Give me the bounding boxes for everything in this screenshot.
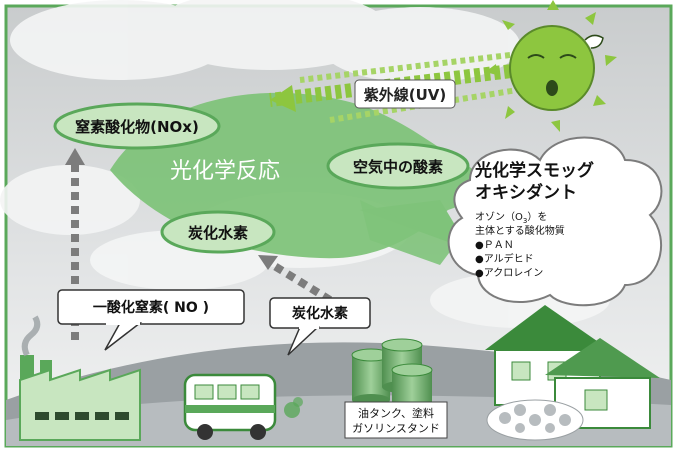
hc-source-label: 炭化水素: [292, 305, 348, 322]
tank-icon: [351, 338, 433, 406]
tank-label-line1: 油タンク、塗料: [358, 406, 434, 420]
hydrocarbon-label: 炭化水素: [188, 224, 248, 242]
smog-cloud: 光化学スモッグ オキシダント オゾン（O3）を 主体とする酸化物質 ●ＰＡＮ ●…: [447, 136, 663, 307]
nox-label: 窒素酸化物(NOx): [75, 118, 199, 136]
hc-to-hydrocarbon-arrow: [258, 255, 333, 304]
reaction-arrow-shaft: [360, 200, 455, 265]
factory-icon: [19, 315, 141, 441]
smog-item: ●アクロレイン: [475, 267, 543, 279]
smog-desc-pre: オゾン（O: [475, 211, 523, 223]
smog-desc-post: ）を: [527, 211, 547, 223]
uv-label: 紫外線(UV): [354, 79, 456, 109]
smog-item: ●ＰＡＮ: [475, 240, 514, 251]
no-source-bubble: 一酸化窒素( NO ): [57, 289, 245, 351]
oxygen-label: 空気中の酸素: [353, 158, 443, 176]
no-source-label: 一酸化窒素( NO ): [93, 299, 209, 316]
house-icon: [485, 305, 660, 429]
smog-desc-line1: オゾン（O3）を: [475, 211, 547, 225]
smog-desc-sub: 3: [523, 217, 527, 225]
smog-item: ●アルデヒド: [475, 252, 534, 265]
flower-bush-icon: [486, 399, 584, 441]
uv-label-text: 紫外線(UV): [364, 86, 447, 104]
reaction-title: 光化学反応: [170, 159, 280, 184]
hc-source-bubble: 炭化水素: [269, 297, 371, 356]
oxygen-bubble: 空気中の酸素: [326, 142, 470, 190]
reaction-arrow-tip: [360, 200, 470, 250]
smog-desc-line2: 主体とする酸化物質: [475, 224, 565, 237]
nox-bubble: 窒素酸化物(NOx): [53, 102, 221, 150]
smog-title-line1: 光化学スモッグ: [474, 160, 594, 181]
sun-icon: [485, 0, 617, 132]
hydrocarbon-bubble: 炭化水素: [160, 210, 276, 254]
bus-icon: [183, 373, 303, 440]
tank-label-box: 油タンク、塗料 ガソリンスタンド: [344, 401, 448, 439]
smog-title-line2: オキシダント: [475, 182, 577, 203]
tank-label-line2: ガソリンスタンド: [352, 422, 440, 435]
